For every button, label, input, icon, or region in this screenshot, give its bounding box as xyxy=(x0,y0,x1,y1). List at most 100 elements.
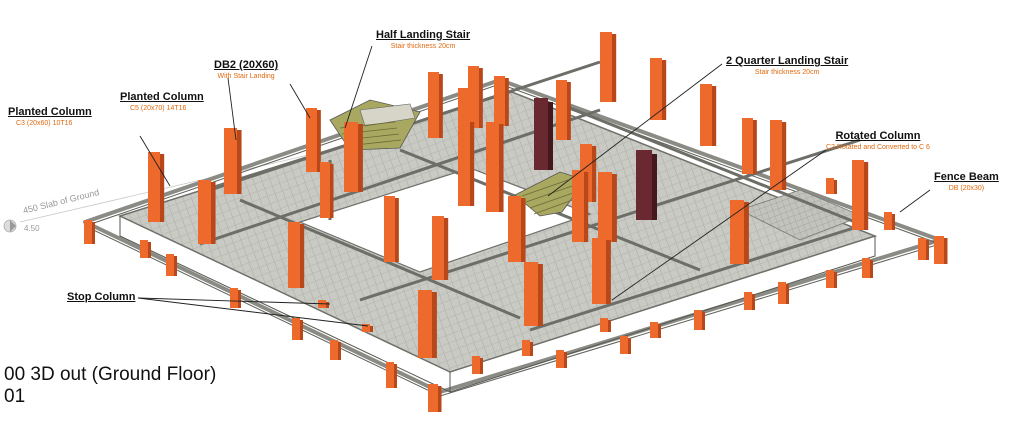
column-side xyxy=(564,352,567,368)
planted-column-mid-subtitle: C5 (20x70) 14T16 xyxy=(130,105,187,112)
column xyxy=(458,88,468,136)
column-side xyxy=(782,122,787,190)
column-side xyxy=(530,342,533,356)
column-side xyxy=(864,162,869,230)
level-marker xyxy=(3,149,331,233)
column xyxy=(862,258,870,278)
column xyxy=(700,84,712,146)
column-side xyxy=(592,146,597,202)
column-side xyxy=(92,222,95,244)
column xyxy=(826,178,834,194)
column xyxy=(556,80,567,140)
column xyxy=(600,318,608,332)
rotated-column-annotation: Rotated Column C2 Rotated and Converted … xyxy=(826,130,930,151)
column-side xyxy=(658,324,661,338)
column xyxy=(362,324,370,332)
column xyxy=(486,122,499,212)
column xyxy=(508,196,521,262)
column xyxy=(600,32,612,102)
column-side xyxy=(370,326,373,332)
column xyxy=(288,222,300,288)
column-side xyxy=(606,240,611,304)
column-side xyxy=(395,198,399,262)
column xyxy=(650,322,658,338)
column-side xyxy=(870,260,873,278)
column-side xyxy=(752,294,755,310)
view-title: 00 3D out (Ground Floor) 01 xyxy=(4,364,216,408)
stop-column-annotation: Stop Column xyxy=(67,291,135,303)
column xyxy=(744,292,752,310)
column xyxy=(694,310,702,330)
column xyxy=(934,236,944,264)
level-elevation: 4.50 xyxy=(24,224,40,233)
planted-column-left-annotation: Planted Column C3 (20x60) 10T16 xyxy=(8,106,92,127)
column-side xyxy=(612,34,617,102)
column-side xyxy=(480,358,483,374)
db2-subtitle: With Stair Landing xyxy=(217,73,275,80)
half-landing-annotation: Half Landing Stair Stair thickness 20cm xyxy=(376,29,470,50)
stop-column-title: Stop Column xyxy=(67,291,136,303)
column-side xyxy=(505,78,509,126)
column xyxy=(826,270,834,288)
column-side xyxy=(330,164,334,218)
rotated-columns xyxy=(534,98,657,220)
column xyxy=(386,362,394,388)
column xyxy=(344,122,358,192)
planted-column-mid-title: Planted Column xyxy=(120,91,204,103)
column xyxy=(428,384,438,412)
column-side xyxy=(584,172,589,242)
column xyxy=(458,120,470,206)
planted-column-left-title: Planted Column xyxy=(8,106,92,118)
column-side xyxy=(358,124,363,192)
column xyxy=(418,290,432,358)
column xyxy=(306,108,317,172)
column xyxy=(730,200,744,264)
column xyxy=(572,170,584,242)
column xyxy=(592,238,606,304)
column-side xyxy=(521,198,526,262)
quarter-landing-title: 2 Quarter Landing Stair xyxy=(726,55,849,67)
column xyxy=(292,318,300,340)
column xyxy=(472,356,480,374)
column xyxy=(140,240,148,258)
column-side xyxy=(702,312,705,330)
column xyxy=(84,220,92,244)
column-side xyxy=(834,272,837,288)
column-side xyxy=(608,320,611,332)
half-landing-title: Half Landing Stair xyxy=(376,29,471,41)
column-side xyxy=(470,122,475,206)
column-side xyxy=(394,364,397,388)
leader-lines xyxy=(137,45,931,327)
column xyxy=(230,288,238,308)
column-side xyxy=(444,218,449,280)
fence-beam-subtitle: DB (20x30) xyxy=(948,185,985,192)
column-side xyxy=(211,182,216,244)
column-side xyxy=(432,292,437,358)
planted-column-left-subtitle: C3 (20x60) 10T16 xyxy=(16,120,73,127)
column-side xyxy=(926,240,929,260)
column xyxy=(384,196,395,262)
stub-columns xyxy=(84,178,948,412)
column xyxy=(852,160,864,230)
planted-column-mid-annotation: Planted Column C5 (20x70) 14T16 xyxy=(120,91,204,112)
half-landing-subtitle: Stair thickness 20cm xyxy=(390,43,456,50)
column xyxy=(778,282,786,304)
column-side xyxy=(326,302,329,308)
quarter-landing-subtitle: Stair thickness 20cm xyxy=(754,69,820,76)
column-side xyxy=(712,86,717,146)
column xyxy=(432,216,444,280)
column-side xyxy=(744,202,749,264)
column xyxy=(494,76,505,126)
column-side xyxy=(174,256,177,276)
column xyxy=(330,340,338,360)
column xyxy=(166,254,174,276)
tall-columns xyxy=(148,32,869,358)
column xyxy=(320,162,330,218)
column xyxy=(522,340,530,356)
column-side xyxy=(438,386,442,412)
column-side xyxy=(160,154,165,222)
fence-beam-title: Fence Beam xyxy=(934,171,999,183)
view-title-line1: 00 3D out (Ground Floor) xyxy=(4,364,217,385)
column xyxy=(148,152,160,222)
